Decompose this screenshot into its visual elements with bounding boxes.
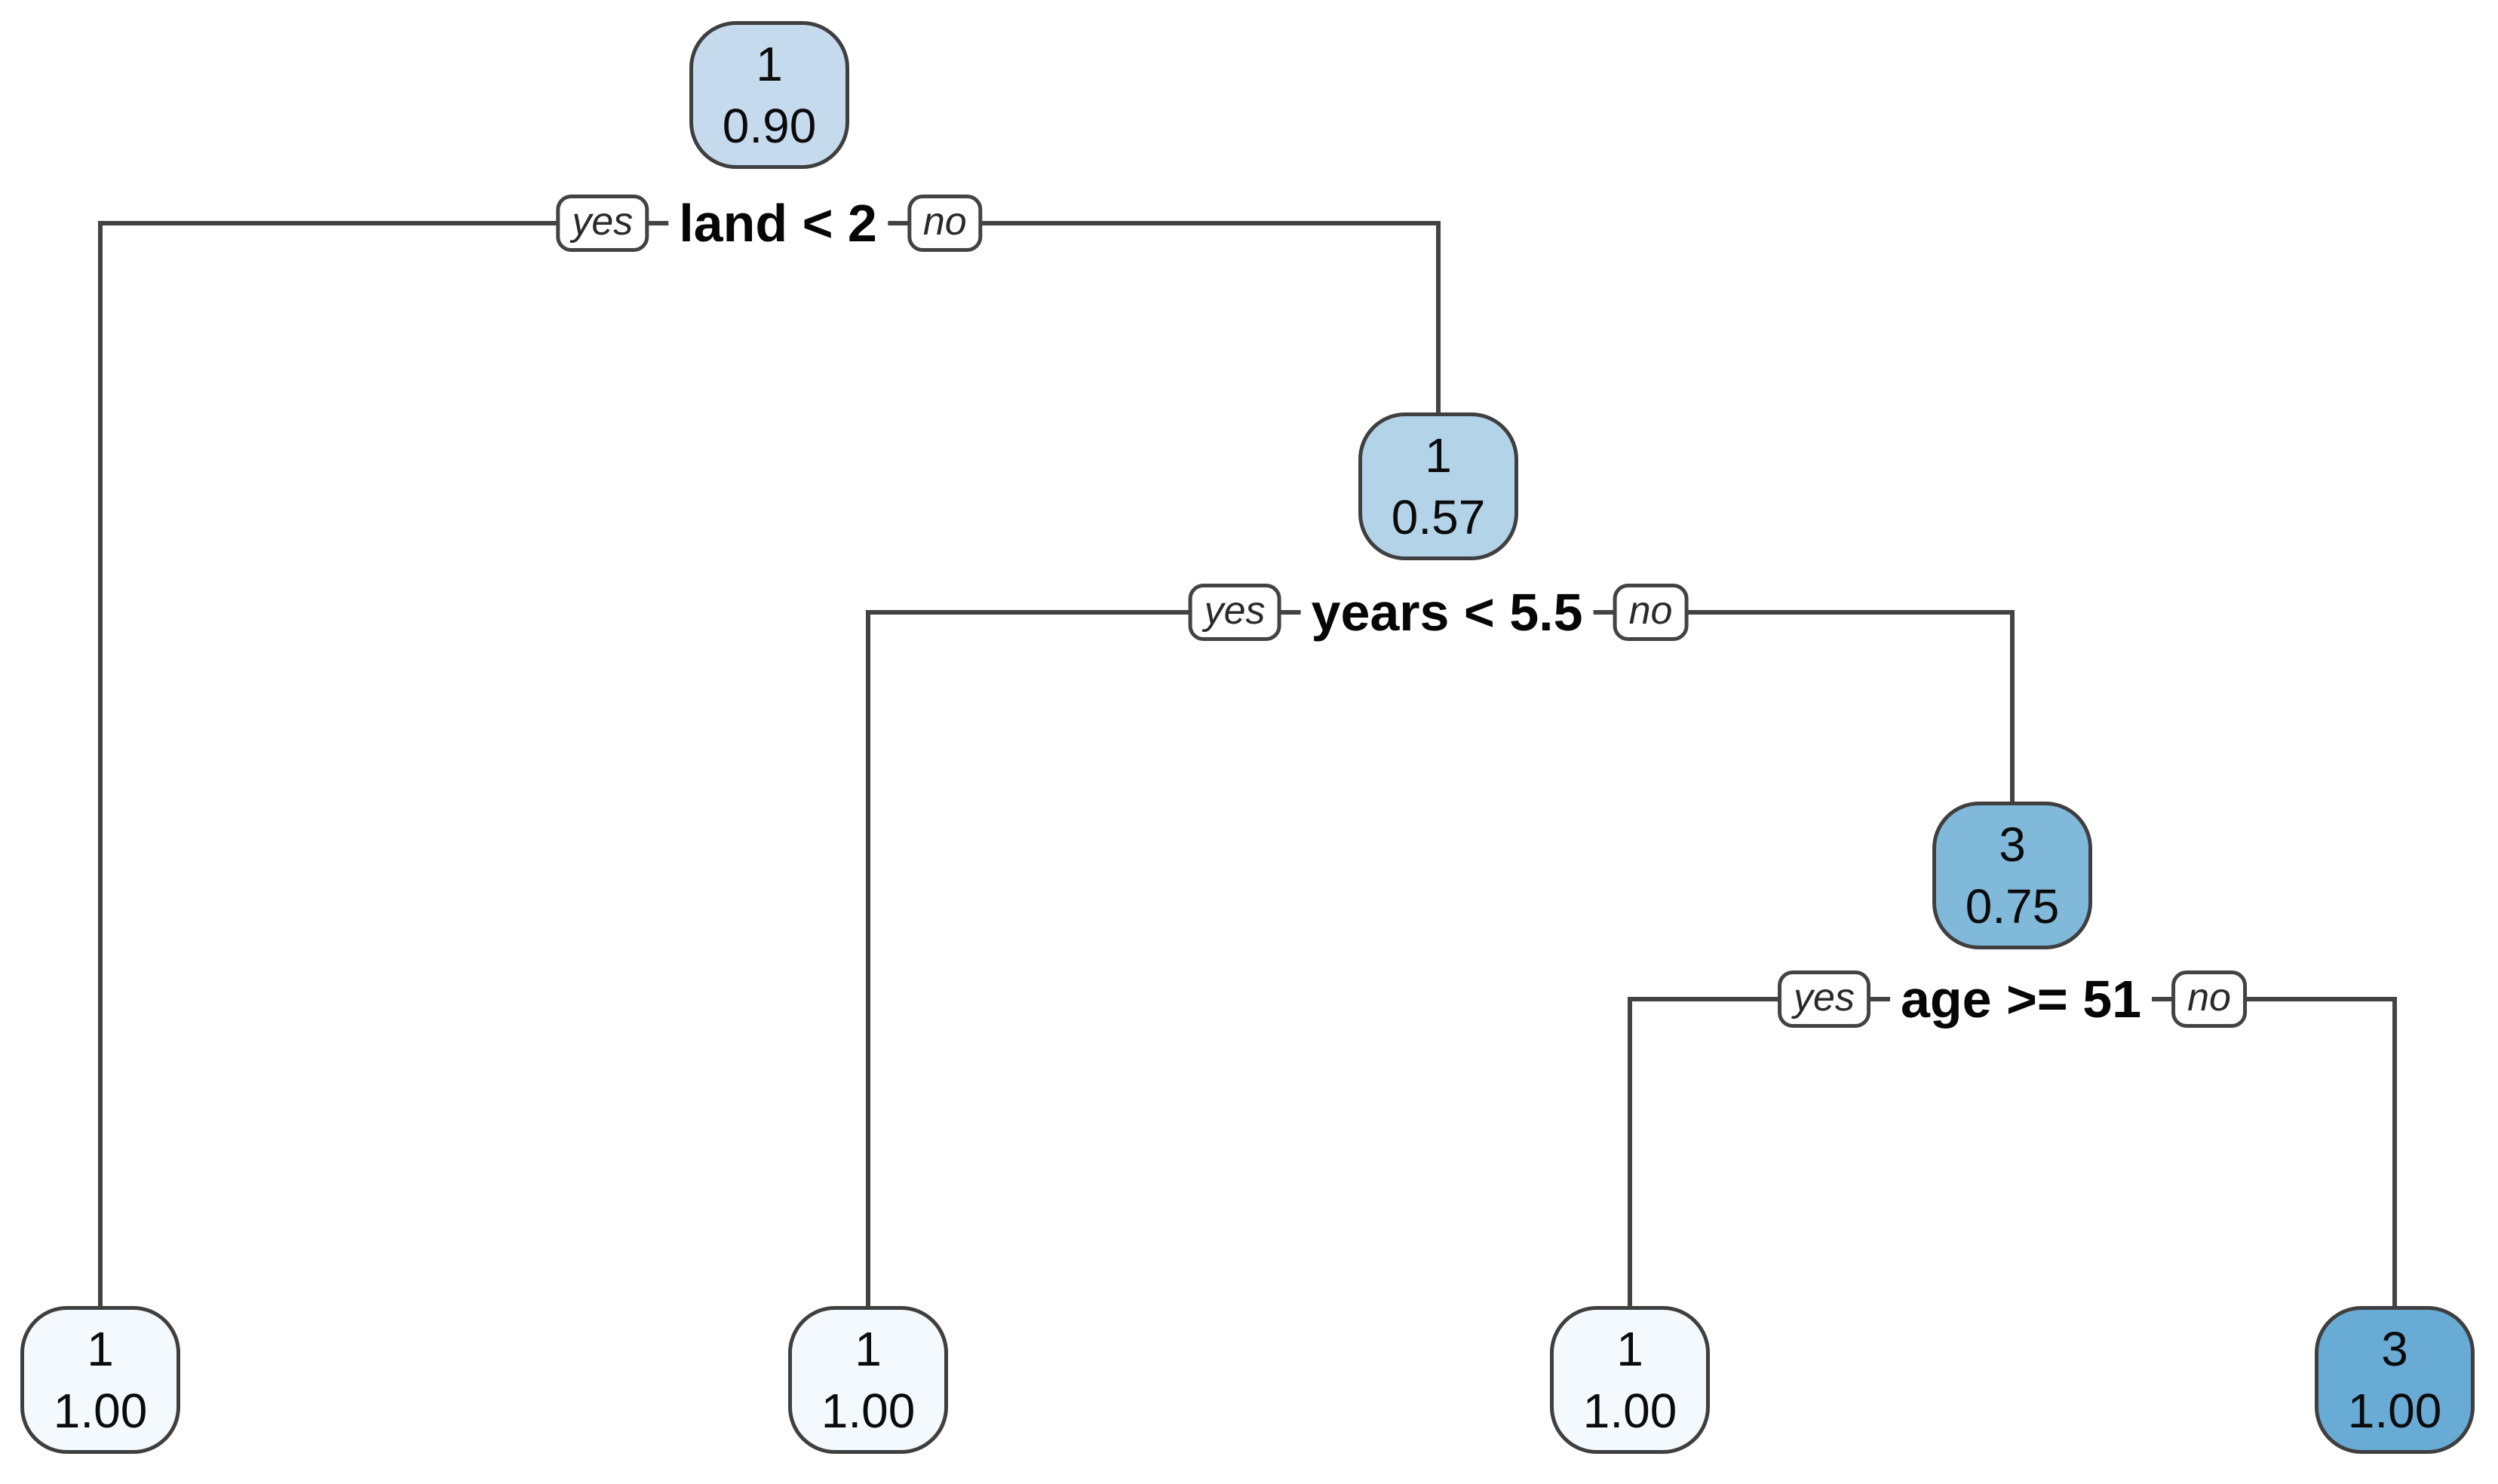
node-class-label: 1 xyxy=(756,37,783,91)
split-condition-land: land < 2 xyxy=(668,194,888,253)
branch-line-split3-yes-vertical xyxy=(1628,997,1632,1306)
node-class-label: 1 xyxy=(1425,428,1452,483)
branch-line-split2-no-vertical xyxy=(2010,610,2015,805)
split-condition-age: age >= 51 xyxy=(1889,970,2153,1029)
tree-node-root: 1 0.90 xyxy=(689,21,849,169)
branch-line-split2-yes-vertical xyxy=(866,610,870,1306)
node-probability: 1.00 xyxy=(2347,1384,2442,1438)
split-condition-years: years < 5.5 xyxy=(1300,583,1594,642)
no-badge: no xyxy=(2171,970,2247,1028)
node-probability: 0.57 xyxy=(1391,490,1486,544)
split-row-years: yes years < 5.5 no xyxy=(1188,583,1689,642)
no-badge: no xyxy=(1613,584,1689,641)
no-badge: no xyxy=(907,195,983,252)
yes-badge: yes xyxy=(1188,584,1281,641)
branch-line-split3-no-vertical xyxy=(2392,997,2397,1306)
tree-node-leaf-3: 1 1.00 xyxy=(1550,1306,1710,1454)
node-probability: 1.00 xyxy=(821,1384,916,1438)
node-class-label: 3 xyxy=(2381,1322,2408,1376)
branch-line-split1-no-vertical xyxy=(1436,221,1441,415)
node-class-label: 1 xyxy=(855,1322,882,1376)
split-row-age: yes age >= 51 no xyxy=(1778,970,2247,1029)
node-probability: 1.00 xyxy=(53,1384,148,1438)
branch-line-split1-yes-vertical xyxy=(98,221,103,1306)
tree-node-internal-years: 1 0.57 xyxy=(1358,412,1518,560)
tree-node-internal-age: 3 0.75 xyxy=(1932,802,2092,949)
node-class-label: 3 xyxy=(1999,817,2026,872)
tree-node-leaf-1: 1 1.00 xyxy=(20,1306,180,1454)
node-class-label: 1 xyxy=(87,1322,114,1376)
split-row-land: yes land < 2 no xyxy=(556,194,983,253)
yes-badge: yes xyxy=(1778,970,1870,1028)
yes-badge: yes xyxy=(556,195,649,252)
node-class-label: 1 xyxy=(1616,1322,1643,1376)
node-probability: 0.75 xyxy=(1965,879,2060,934)
node-probability: 1.00 xyxy=(1582,1384,1677,1438)
node-probability: 0.90 xyxy=(722,99,817,153)
tree-node-leaf-2: 1 1.00 xyxy=(788,1306,948,1454)
tree-node-leaf-4: 3 1.00 xyxy=(2315,1306,2475,1454)
